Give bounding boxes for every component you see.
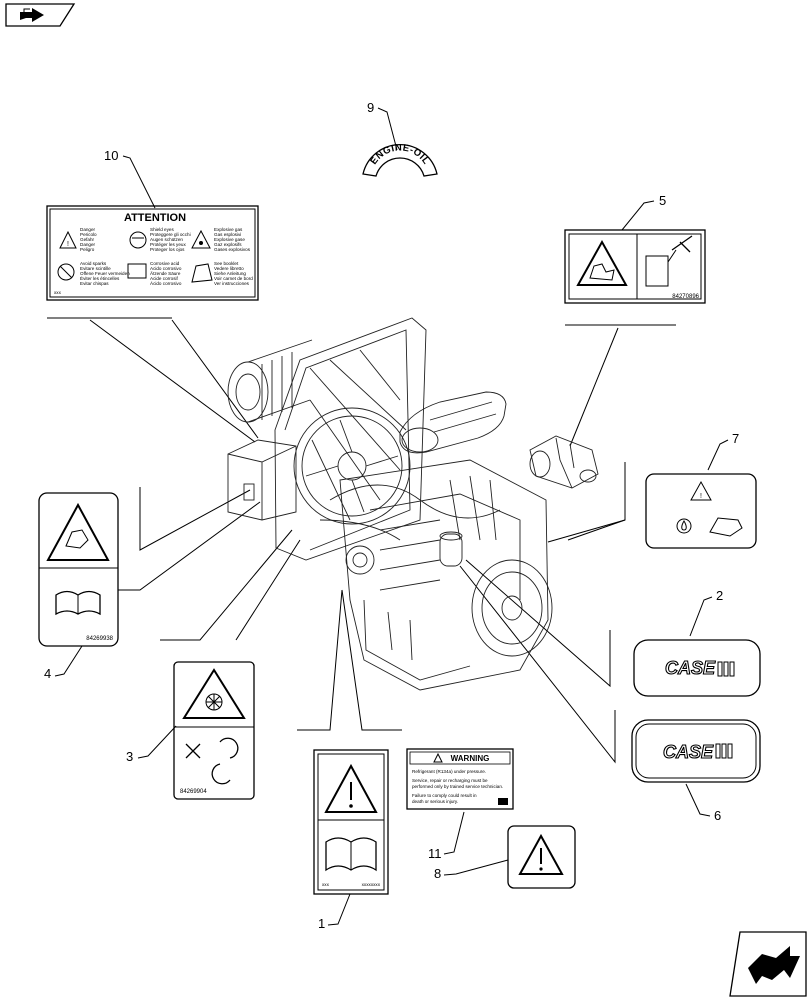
svg-text:xxxxxxxx: xxxxxxxx [362,882,381,887]
case-logo-2: CASE [633,639,761,697]
svg-text:Avoid sparks: Avoid sparks [80,261,107,266]
svg-text:Service, repair or recharging: Service, repair or recharging must be [412,778,488,783]
decal-3: 84269904 [173,661,255,800]
decal-3-code: 84269904 [180,789,207,795]
attention-title: ATTENTION [124,212,186,224]
svg-text:Augen schützen: Augen schützen [150,237,183,242]
svg-text:Peligro: Peligro [80,247,95,252]
svg-text:Siehe Anleitung: Siehe Anleitung [214,271,246,276]
decal-5: 84270896 [564,229,706,304]
svg-text:!: ! [67,241,69,248]
callout-1: 1 [318,916,325,931]
svg-text:performed only by trained serv: performed only by trained service techni… [412,784,503,789]
decal-4-code: 84269938 [86,636,113,642]
callout-8: 8 [434,866,441,881]
callout-11: 11 [428,846,442,861]
callout-4: 4 [44,666,51,681]
decal-1: xxx xxxxxxxx [313,749,389,895]
svg-text:Corrosive acid: Corrosive acid [150,261,180,266]
decal-5-code: 84270896 [672,294,699,300]
callout-5: 5 [659,193,666,208]
svg-text:!: ! [700,493,702,500]
svg-text:Danger: Danger [80,227,96,232]
svg-text:xxx: xxx [54,290,62,295]
svg-text:Evitar chispas: Evitar chispas [80,281,109,286]
svg-text:Evitare scintille: Evitare scintille [80,266,111,271]
svg-text:Proteger los ojos: Proteger los ojos [150,247,185,252]
svg-text:Ätzende Säure: Ätzende Säure [150,270,181,276]
decal-attention: ATTENTION ! Danger Pericolo Gefahr Dange… [46,205,259,301]
svg-text:Failure to comply could result: Failure to comply could result in [412,793,477,798]
svg-text:Gas esplosivi: Gas esplosivi [214,232,241,237]
decal-7: ! [645,473,757,549]
svg-text:Danger: Danger [80,242,96,247]
svg-text:Proteggere gli occhi: Proteggere gli occhi [150,232,191,237]
callout-3: 3 [126,749,133,764]
case-logo-6: CASE [631,719,761,783]
svg-text:See booklet: See booklet [214,261,239,266]
callout-7: 7 [732,431,739,446]
svg-text:Gaz explosifs: Gaz explosifs [214,242,242,247]
starter-motor [529,435,599,489]
svg-text:Éviter les étincelles: Éviter les étincelles [80,275,120,281]
svg-text:Ácido corrosivo: Ácido corrosivo [150,280,182,286]
callout-2: 2 [716,588,723,603]
decal-warning: WARNING Refrigerant (R134a) under pressu… [406,748,514,810]
callout-9: 9 [367,100,374,115]
svg-text:Refrigerant (R134a) under pres: Refrigerant (R134a) under pressure. [412,769,486,774]
svg-text:Gases explosivos: Gases explosivos [214,247,251,252]
leader-lines [47,317,676,764]
svg-text:death or serious injury.: death or serious injury. [412,799,458,804]
svg-text:Pericolo: Pericolo [80,232,97,237]
decal-engine-oil: ENGINE-OIL [362,142,438,177]
decal-4: 84269938 [38,492,119,647]
svg-text:CASE: CASE [665,658,716,678]
svg-text:Gefahr: Gefahr [80,237,95,242]
engine-oil-text: ENGINE-OIL [368,142,431,166]
engine-assembly [227,317,599,691]
decal-8 [507,825,576,889]
svg-text:Vedere libretto: Vedere libretto [214,266,244,271]
svg-text:CASE: CASE [663,742,714,762]
callout-10: 10 [104,148,118,163]
next-page-arrow-icon[interactable] [729,931,807,997]
page-arrow-icon[interactable] [5,3,76,27]
svg-text:xxx: xxx [322,882,330,887]
svg-text:Acide corrosif: Acide corrosif [150,276,179,281]
svg-text:Explosive gase: Explosive gase [214,237,245,242]
svg-text:Offene Feuer vermeiden: Offene Feuer vermeiden [80,271,130,276]
svg-text:Shield eyes: Shield eyes [150,227,174,232]
svg-text:Explosive gas: Explosive gas [214,227,243,232]
svg-text:Ver instrucciones: Ver instrucciones [214,281,250,286]
callout-6: 6 [714,808,721,823]
warning-title: WARNING [451,754,490,763]
svg-text:Protéger les yeux: Protéger les yeux [150,242,186,247]
svg-text:Acido corrosivo: Acido corrosivo [150,266,182,271]
svg-text:Voir carnet de bord: Voir carnet de bord [214,276,253,281]
